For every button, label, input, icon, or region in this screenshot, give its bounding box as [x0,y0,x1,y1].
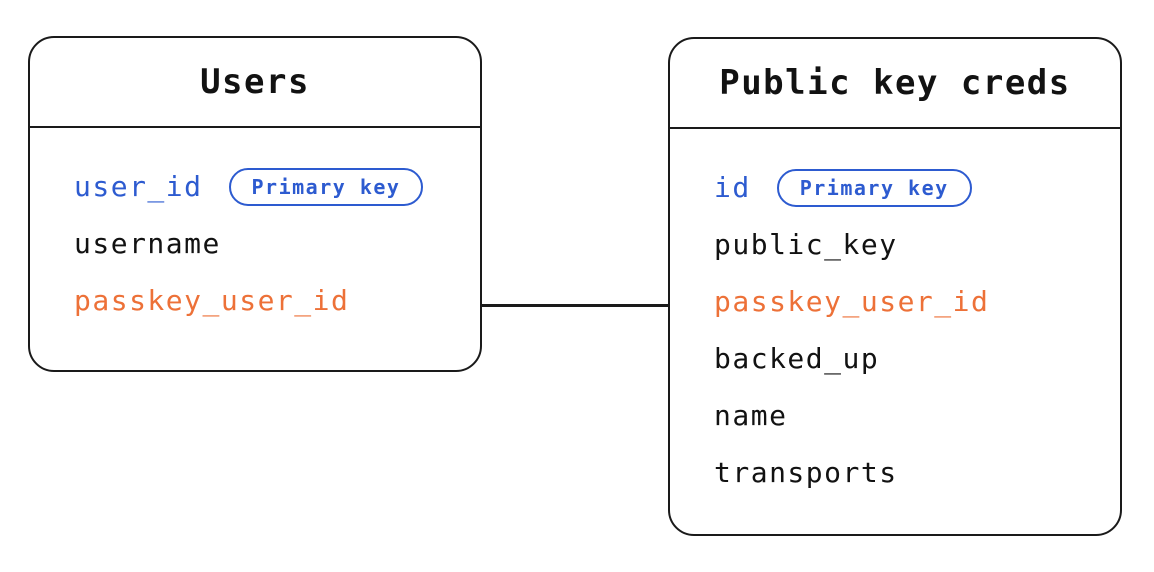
entity-users-title: Users [200,62,310,102]
field-row-name: name [714,387,1120,444]
primary-key-badge: Primary key [776,168,972,207]
field-name-transports: transports [714,456,898,489]
field-name-id: id [714,171,751,204]
field-name-user-id: user_id [74,170,203,203]
field-name-passkey-user-id: passkey_user_id [74,284,350,317]
entity-public-key-creds-title: Public key creds [719,63,1071,103]
entity-users-header: Users [30,38,480,128]
field-row-passkey-user-id: passkey_user_id [714,273,1120,330]
field-name-name: name [714,399,788,432]
field-name-passkey-user-id: passkey_user_id [714,285,990,318]
field-row-username: username [74,215,480,272]
field-name-username: username [74,227,221,260]
field-row-user-id: user_id Primary key [74,158,480,215]
primary-key-badge: Primary key [228,167,424,206]
entity-users-body: user_id Primary key username passkey_use… [30,128,480,329]
field-row-public-key: public_key [714,216,1120,273]
field-row-transports: transports [714,444,1120,501]
entity-users: Users user_id Primary key username passk… [28,36,482,372]
entity-public-key-creds: Public key creds id Primary key public_k… [668,37,1122,536]
field-name-public-key: public_key [714,228,898,261]
entity-public-key-creds-header: Public key creds [670,39,1120,129]
field-row-id: id Primary key [714,159,1120,216]
relationship-connector [482,304,668,307]
entity-public-key-creds-body: id Primary key public_key passkey_user_i… [670,129,1120,501]
field-row-backed-up: backed_up [714,330,1120,387]
field-row-passkey-user-id: passkey_user_id [74,272,480,329]
field-name-backed-up: backed_up [714,342,880,375]
